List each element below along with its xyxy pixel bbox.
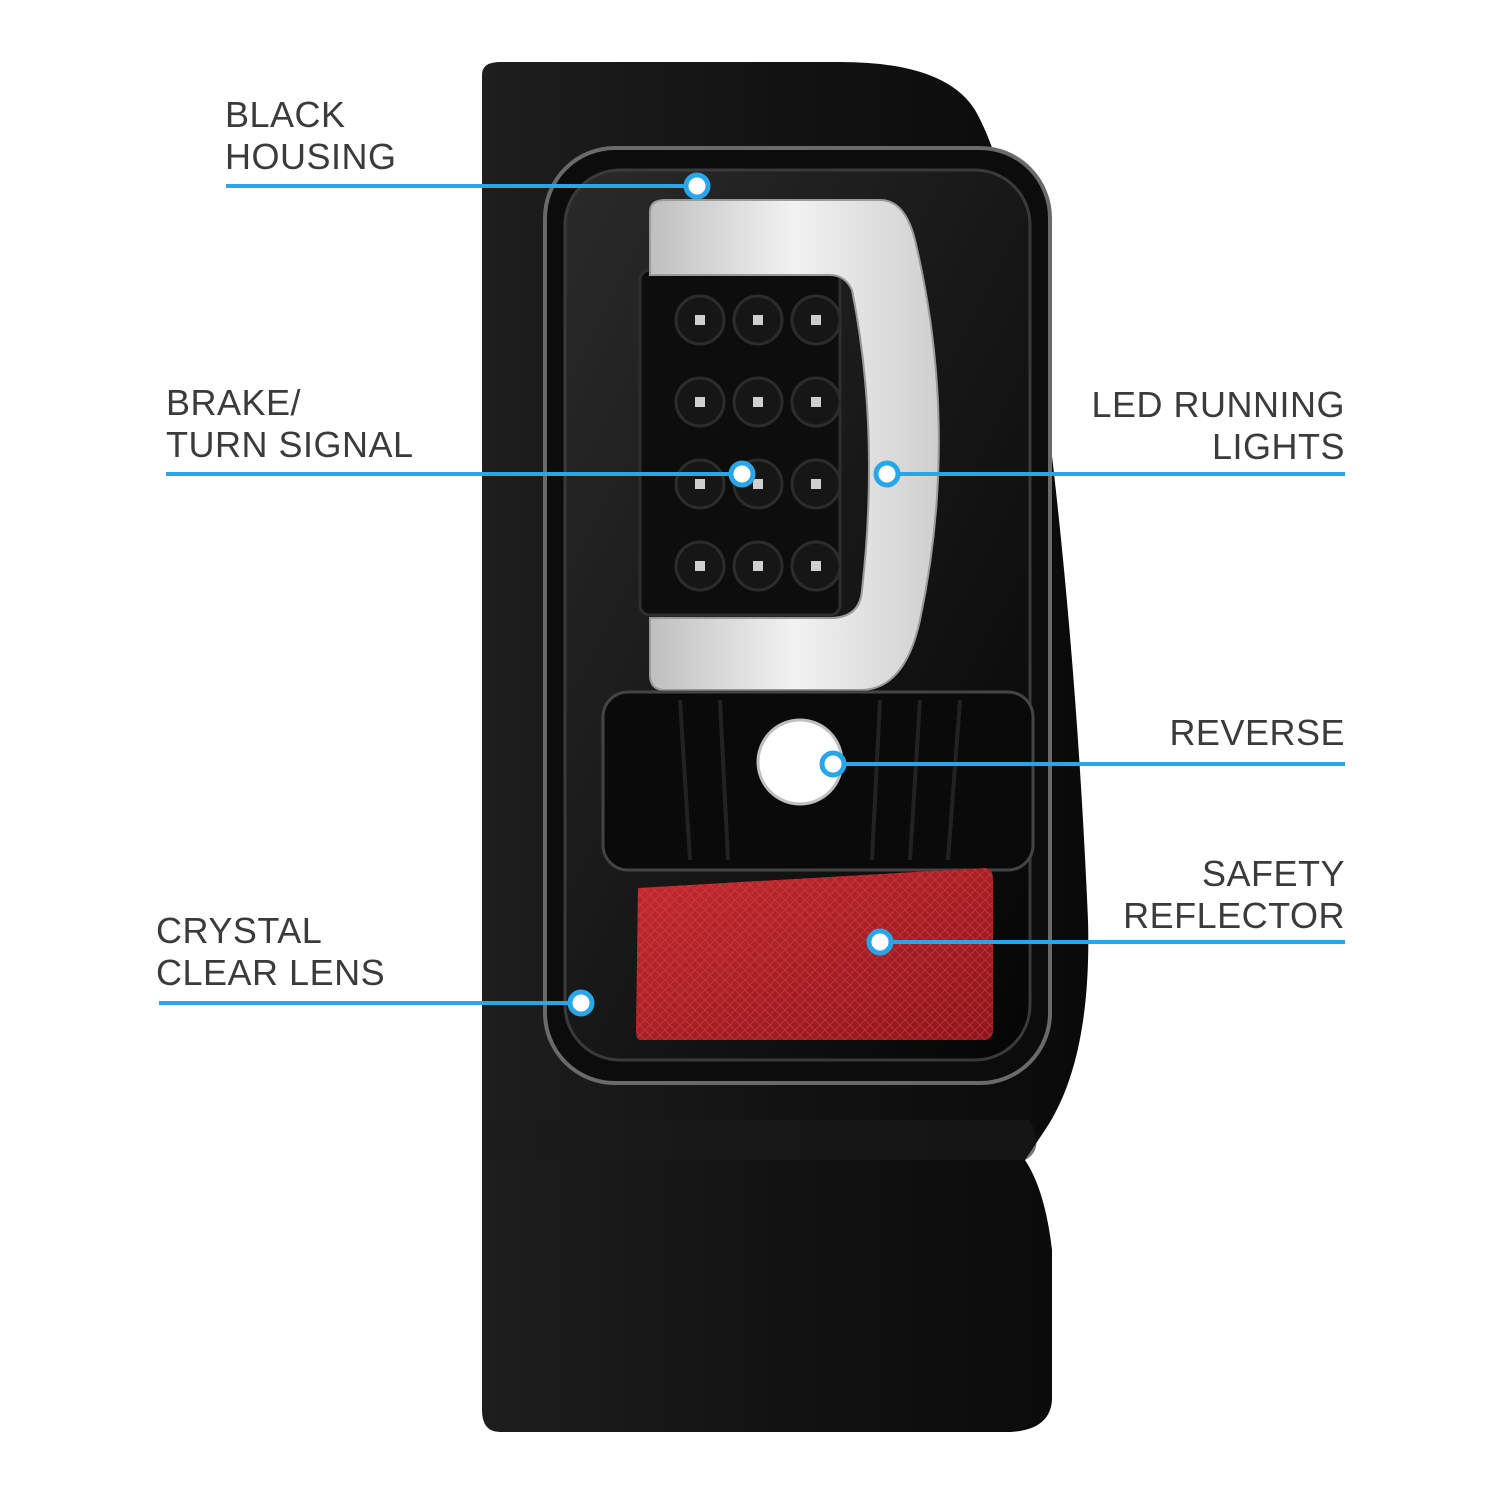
led-bulb-icon — [753, 397, 763, 407]
reverse-ribs — [678, 699, 962, 861]
label-line: TURN SIGNAL — [166, 424, 414, 465]
label-line: SAFETY — [1201, 853, 1345, 894]
label-brake-turn-signal: BRAKE/ TURN SIGNAL — [166, 382, 414, 466]
led-bulb-icon — [695, 397, 705, 407]
led-bulb-icon — [753, 479, 763, 489]
led-bulb-icon — [811, 561, 821, 571]
dot-marker-icon — [728, 460, 756, 488]
label-line: BRAKE/ — [166, 382, 302, 423]
label-line: REFLECTOR — [1123, 895, 1345, 936]
led-bulb-icon — [695, 479, 705, 489]
dot-marker-icon — [819, 750, 847, 778]
dot-marker-icon — [873, 460, 901, 488]
led-bulb-icon — [695, 561, 705, 571]
light-bar — [649, 199, 940, 691]
led-bulb-icon — [811, 397, 821, 407]
led-bulb-icon — [753, 315, 763, 325]
label-line: HOUSING — [225, 136, 397, 177]
label-safety-reflector: SAFETY REFLECTOR — [1123, 853, 1345, 937]
label-line: BLACK — [225, 94, 346, 135]
label-line: CLEAR LENS — [156, 952, 386, 993]
label-reverse: REVERSE — [1169, 712, 1345, 754]
led-grid — [674, 294, 842, 592]
label-led-running-lights: LED RUNNING LIGHTS — [1091, 384, 1345, 468]
label-line: LED RUNNING — [1091, 384, 1345, 425]
label-line: REVERSE — [1169, 712, 1345, 753]
label-crystal-clear-lens: CRYSTAL CLEAR LENS — [156, 910, 385, 994]
led-bulb-icon — [753, 561, 763, 571]
led-bulb-icon — [811, 479, 821, 489]
label-black-housing: BLACK HOUSING — [225, 94, 397, 178]
housing-lower-step — [482, 1120, 1037, 1160]
label-line: LIGHTS — [1211, 426, 1345, 467]
led-bulb-icon — [811, 315, 821, 325]
dot-marker-icon — [683, 172, 711, 200]
led-bulb-icon — [695, 315, 705, 325]
dot-marker-icon — [866, 928, 894, 956]
label-line: CRYSTAL — [156, 910, 323, 951]
dot-marker-icon — [567, 989, 595, 1017]
callout-lines — [159, 172, 1345, 1017]
